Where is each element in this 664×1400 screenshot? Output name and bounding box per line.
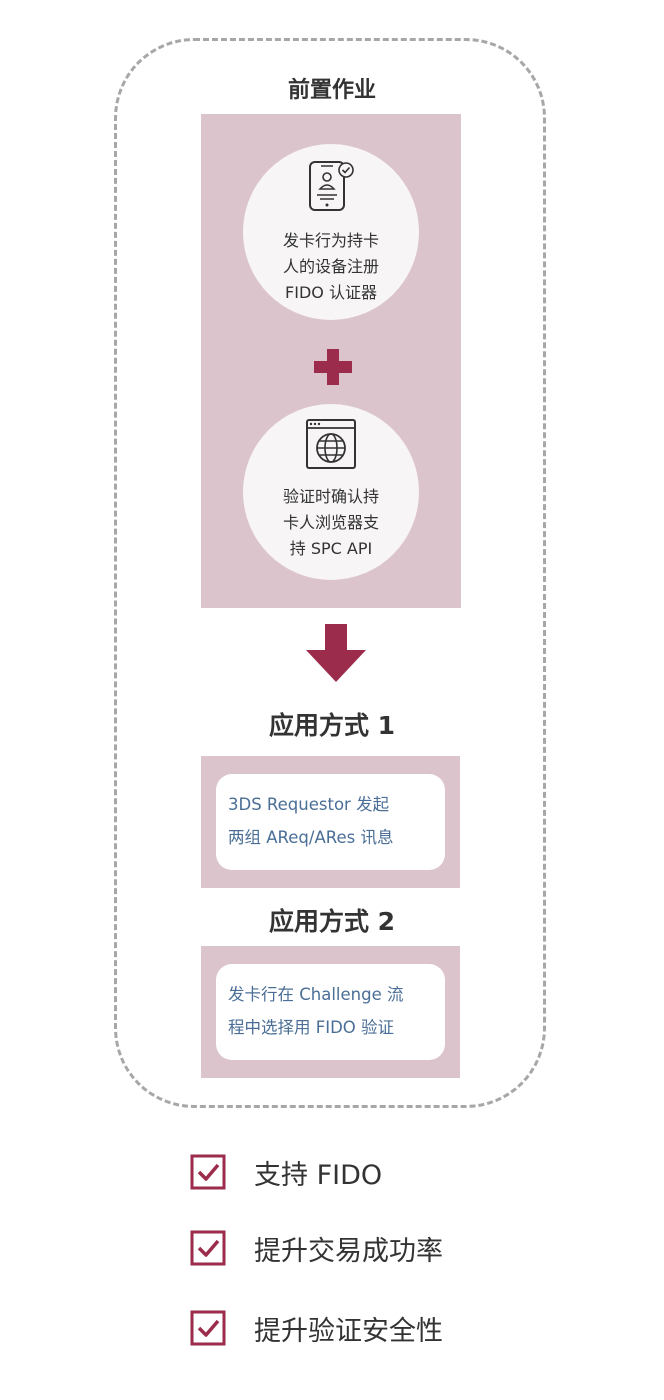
plus-icon (314, 349, 352, 385)
step-device-registration-text: 发卡行为持卡 人的设备注册 FIDO 认证器 (282, 231, 379, 302)
method1-title: 应用方式 1 (268, 711, 396, 740)
benefit-item: 提升交易成功率 (190, 1230, 443, 1267)
down-arrow-icon (306, 624, 366, 682)
method2-panel: 发卡行在 Challenge 流 程中选择用 FIDO 验证 (201, 946, 460, 1078)
phone-user-check-icon (309, 161, 354, 211)
step-browser-support: 验证时确认持 卡人浏览器支 持 SPC API (243, 404, 419, 580)
method2-title: 应用方式 2 (268, 907, 396, 936)
benefit-label: 提升验证安全性 (254, 1315, 443, 1347)
browser-globe-icon (306, 419, 356, 469)
checkbox-checked-icon (190, 1154, 226, 1190)
step-device-registration: 发卡行为持卡 人的设备注册 FIDO 认证器 (243, 144, 419, 320)
step-browser-support-text: 验证时确认持 卡人浏览器支 持 SPC API (282, 487, 379, 558)
benefit-item: 提升验证安全性 (190, 1310, 443, 1347)
method1-panel: 3DS Requestor 发起 两组 AReq/ARes 讯息 (201, 756, 460, 888)
checkbox-checked-icon (190, 1230, 226, 1266)
method1-description: 3DS Requestor 发起 两组 AReq/ARes 讯息 (216, 774, 445, 870)
dashed-frame (114, 38, 546, 1108)
benefit-item: 支持 FIDO (190, 1154, 383, 1191)
checkbox-checked-icon (190, 1310, 226, 1346)
preparation-title: 前置作业 (287, 78, 376, 103)
preparation-panel: 发卡行为持卡 人的设备注册 FIDO 认证器 验证时确认持 卡人浏览器支 持 S… (201, 114, 461, 608)
benefit-label: 支持 FIDO (254, 1159, 383, 1191)
benefit-label: 提升交易成功率 (254, 1235, 443, 1267)
method2-description: 发卡行在 Challenge 流 程中选择用 FIDO 验证 (216, 964, 445, 1060)
